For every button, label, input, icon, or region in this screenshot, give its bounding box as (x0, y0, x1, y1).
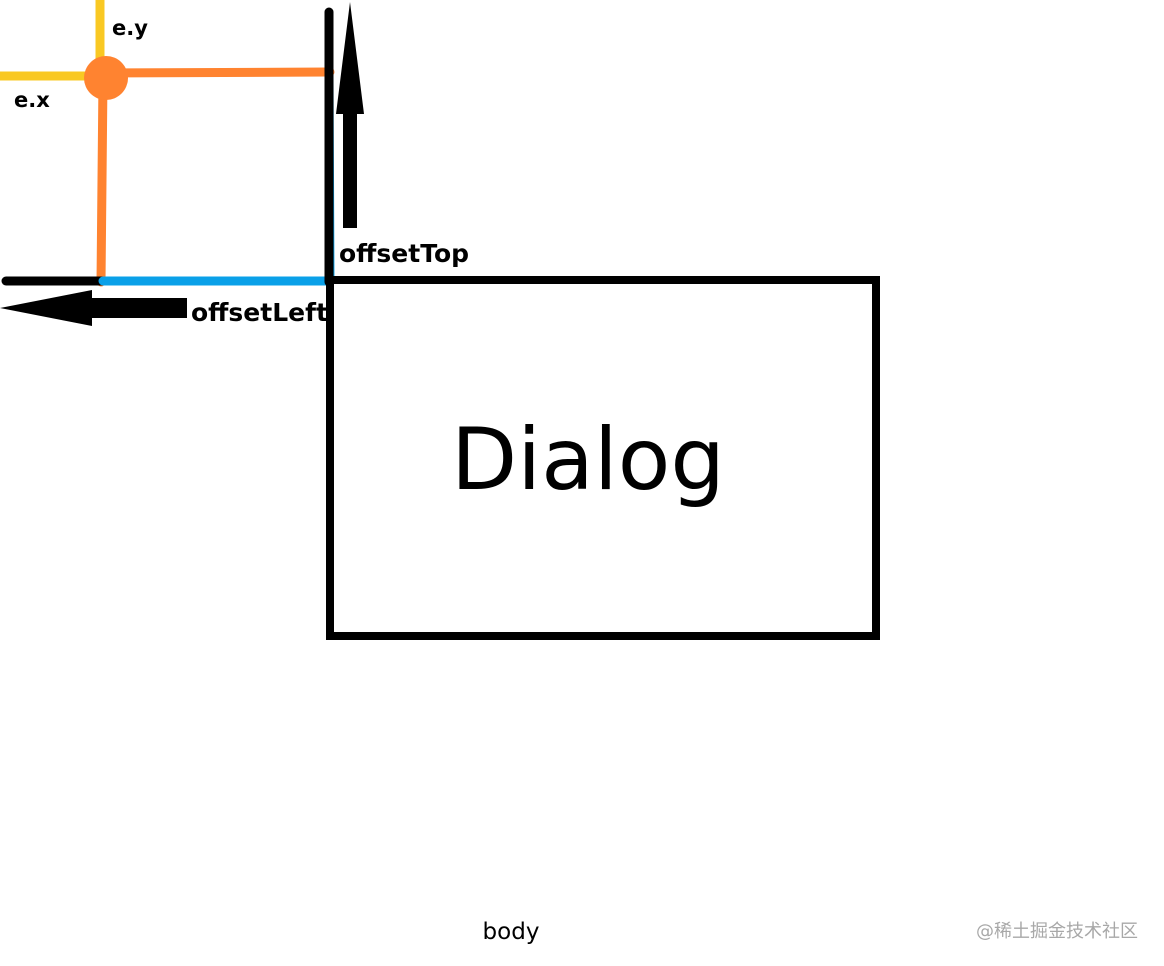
watermark: @稀土掘金技术社区 (976, 921, 1138, 942)
dialog-box (326, 276, 880, 640)
offset-left-arrow-head (0, 290, 92, 326)
ey-label: e.y (112, 16, 148, 40)
pointer-top-line (100, 67, 335, 78)
body-label: body (483, 919, 540, 945)
mouse-pointer-dot (84, 56, 128, 100)
offset-box-edges (98, 69, 335, 286)
offset-left-label: offsetLeft (191, 298, 328, 327)
pointer-left-line (96, 73, 108, 287)
offset-top-label: offsetTop (339, 239, 469, 268)
ex-label: e.x (14, 88, 50, 112)
offset-left-arrow-shaft (82, 298, 187, 318)
dialog-title: Dialog (451, 410, 725, 510)
offset-top-arrow-head (336, 2, 364, 114)
offset-top-arrow-shaft (343, 105, 357, 228)
